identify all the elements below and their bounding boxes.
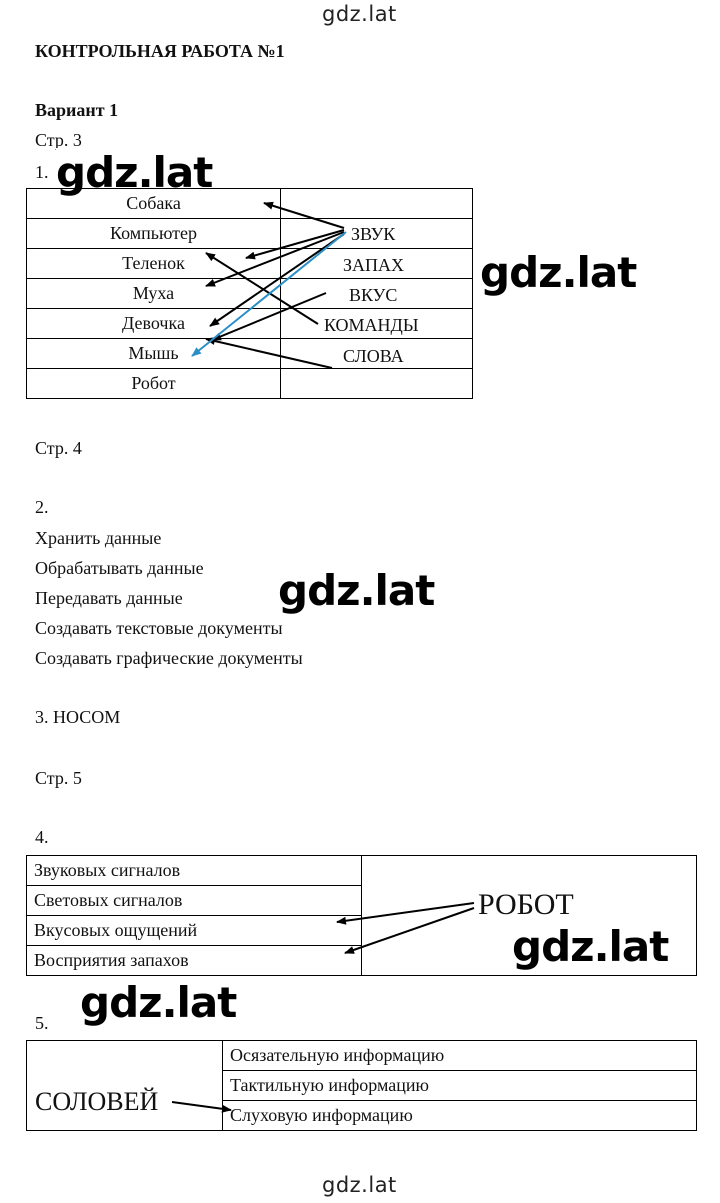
task2-item: Обрабатывать данные: [35, 558, 204, 578]
task1-right-cell: [280, 188, 473, 219]
task4-number: 4.: [35, 827, 49, 847]
task5-row-cell: Осязательную информацию: [222, 1040, 697, 1071]
word-slova: СЛОВА: [341, 346, 406, 367]
task4-right-cell: [361, 855, 697, 976]
table-row: Звуковых сигналов: [26, 855, 697, 976]
task4-row-cell: Звуковых сигналов: [26, 855, 362, 886]
arrow-zvuk-telenok: [205, 231, 345, 287]
task5-row-cell: Тактильную информацию: [222, 1070, 697, 1101]
page-ref-4: Стр. 4: [35, 438, 82, 458]
watermark-3: gdz.lat: [278, 566, 435, 615]
task2-item: Передавать данные: [35, 588, 183, 608]
watermark-top: gdz.lat: [322, 2, 397, 26]
nightingale-label: СОЛОВЕЙ: [35, 1087, 159, 1116]
task1-left-cell: Компьютер: [26, 218, 281, 249]
task1-number: 1.: [35, 162, 49, 182]
table-row: Восприятия запахов: [26, 945, 697, 976]
arrow-zvuk-sobaka: [263, 201, 345, 229]
page-ref-3: Стр. 3: [35, 130, 82, 150]
task5-table: Осязательную информацию Тактильную инфор…: [26, 1040, 697, 1131]
table-row: Теленок: [26, 248, 473, 279]
robot-label: РОБОТ: [478, 888, 574, 921]
task5-row-cell: Слуховую информацию: [222, 1100, 697, 1131]
word-vkus: ВКУС: [349, 285, 398, 305]
word-zvuk: ЗВУК: [349, 224, 398, 245]
task1-right-cell: [280, 368, 473, 399]
task2-item: Создавать графические документы: [35, 648, 303, 668]
arrow-komandy-kompyuter: [205, 252, 319, 325]
arrow-zvuk-kompyuter: [245, 229, 345, 260]
arrow-solovey-slukhovuyu: [171, 1101, 232, 1113]
arrow-zvuk-devochka: [209, 233, 345, 327]
task5-number: 5.: [35, 1013, 49, 1033]
table-row: Тактильную информацию: [27, 1070, 697, 1101]
task2-item: Хранить данные: [35, 528, 162, 548]
table-row: Робот: [26, 368, 473, 399]
table-row: Слуховую информацию: [27, 1100, 697, 1131]
table-row: Осязательную информацию: [26, 1040, 697, 1131]
watermark-bottom: gdz.lat: [322, 1173, 397, 1197]
arrow-robot-vkusovykh: [336, 902, 475, 925]
table-row: Вкусовых ощущений: [26, 915, 697, 946]
table-row: Муха: [26, 278, 473, 309]
task4-table: Звуковых сигналов Световых сигналов Вкус…: [26, 855, 697, 976]
watermark-5: gdz.lat: [76, 978, 241, 1027]
task1-left-cell: Теленок: [26, 248, 281, 279]
task1-table: Собака Компьютер Теленок Муха Девочка Мы…: [26, 188, 473, 399]
task1-left-cell: Девочка: [26, 308, 281, 339]
task4-row-cell: Световых сигналов: [26, 885, 362, 916]
task3-answer: 3. НОСОМ: [35, 707, 121, 727]
page-ref-5: Стр. 5: [35, 768, 82, 788]
variant-heading: Вариант 1: [35, 100, 119, 120]
task5-left-cell: [26, 1040, 223, 1131]
page-title: КОНТРОЛЬНАЯ РАБОТА №1: [35, 41, 285, 61]
watermark-2: gdz.lat: [480, 248, 637, 297]
arrow-zvuk-mysh: [191, 231, 347, 357]
task4-row-cell: Вкусовых ощущений: [26, 915, 362, 946]
arrow-robot-zapakhov: [344, 907, 475, 954]
task4-row-cell: Восприятия запахов: [26, 945, 362, 976]
task1-left-cell: Робот: [26, 368, 281, 399]
table-row: Световых сигналов: [26, 885, 697, 916]
task2-number: 2.: [35, 497, 49, 517]
task2-item: Создавать текстовые документы: [35, 618, 283, 638]
arrow-slova-devochka: [205, 337, 333, 369]
word-komandy: КОМАНДЫ: [322, 315, 421, 336]
arrow-vkus-devochka: [211, 292, 327, 341]
word-zapakh: ЗАПАХ: [343, 255, 405, 275]
watermark-4: gdz.lat: [512, 922, 669, 971]
